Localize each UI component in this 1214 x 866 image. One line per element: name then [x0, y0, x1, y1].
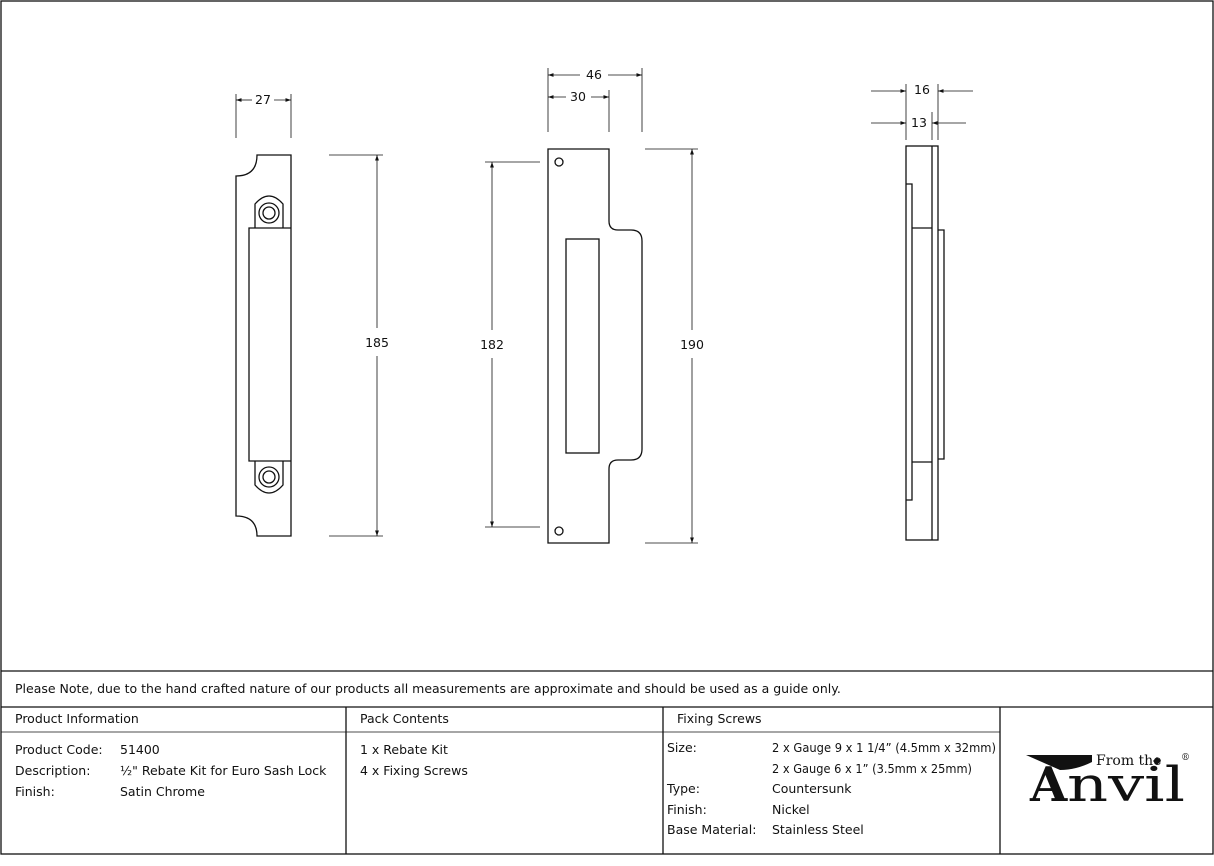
finish-value: Satin Chrome	[120, 784, 205, 799]
dim-left-width: 27	[255, 92, 271, 107]
logo-registered: ®	[1181, 753, 1190, 763]
fixing-screws-header: Fixing Screws	[677, 711, 762, 726]
brand-logo: From the ® A nvil	[1026, 753, 1190, 813]
size-label: Size:	[667, 740, 697, 755]
left-part-recess	[248, 227, 291, 462]
description-value: ½" Rebate Kit for Euro Sash Lock	[120, 763, 327, 778]
logo-brand-initial: A	[1029, 757, 1068, 813]
dim-mid-height-outer: 190	[680, 337, 704, 352]
left-part-top-hole-inner	[262, 206, 276, 220]
size-value: 2 x Gauge 6 x 1” (3.5mm x 25mm)	[772, 761, 972, 776]
right-part-drawing: 16 13	[871, 82, 973, 541]
size-value: 2 x Gauge 9 x 1 1/4” (4.5mm x 32mm)	[772, 740, 996, 755]
right-part-outer	[905, 145, 939, 541]
left-part-outline	[235, 154, 292, 537]
logo-brand-rest: nvil	[1067, 757, 1185, 813]
screw-finish-value: Nickel	[772, 802, 810, 817]
description-label: Description:	[15, 763, 90, 778]
middle-part-slot	[565, 238, 600, 454]
dim-mid-height-inner: 182	[480, 337, 504, 352]
left-part-top-hole	[258, 202, 280, 224]
left-part-drawing: 27 185	[235, 92, 389, 537]
left-part-bottom-hole	[258, 466, 280, 488]
base-material-label: Base Material:	[667, 822, 756, 837]
pack-contents-header: Pack Contents	[360, 711, 449, 726]
right-part-recess	[906, 183, 932, 501]
right-part-tab	[938, 229, 945, 460]
screw-finish-label: Finish:	[667, 802, 707, 817]
measurement-note: Please Note, due to the hand crafted nat…	[15, 681, 841, 696]
middle-part-bottom-hole	[554, 526, 564, 536]
left-part-bottom-lug	[254, 461, 284, 494]
logo-diamond-icon	[1153, 757, 1161, 765]
dim-mid-width-outer: 46	[586, 67, 602, 82]
pack-item: 1 x Rebate Kit	[360, 742, 448, 757]
logo-from-the: From the	[1096, 753, 1162, 769]
dim-right-width-outer: 16	[914, 82, 930, 97]
base-material-value: Stainless Steel	[772, 822, 864, 837]
title-block: Please Note, due to the hand crafted nat…	[1, 670, 1213, 854]
pack-item: 4 x Fixing Screws	[360, 763, 468, 778]
dim-right-width-inner: 13	[911, 115, 927, 130]
anvil-icon	[1026, 755, 1092, 770]
left-part-top-lug	[254, 195, 284, 228]
middle-part-outline	[547, 148, 643, 544]
product-code-label: Product Code:	[15, 742, 103, 757]
product-code-value: 51400	[120, 742, 160, 757]
left-part-bottom-hole-inner	[262, 470, 276, 484]
dim-left-height: 185	[365, 335, 389, 350]
type-label: Type:	[666, 781, 700, 796]
middle-part-drawing: 46 30 182 190	[480, 67, 704, 544]
dim-mid-width-inner: 30	[570, 89, 586, 104]
middle-part-top-hole	[554, 157, 564, 167]
type-value: Countersunk	[772, 781, 852, 796]
finish-label: Finish:	[15, 784, 55, 799]
product-info-header: Product Information	[15, 711, 139, 726]
